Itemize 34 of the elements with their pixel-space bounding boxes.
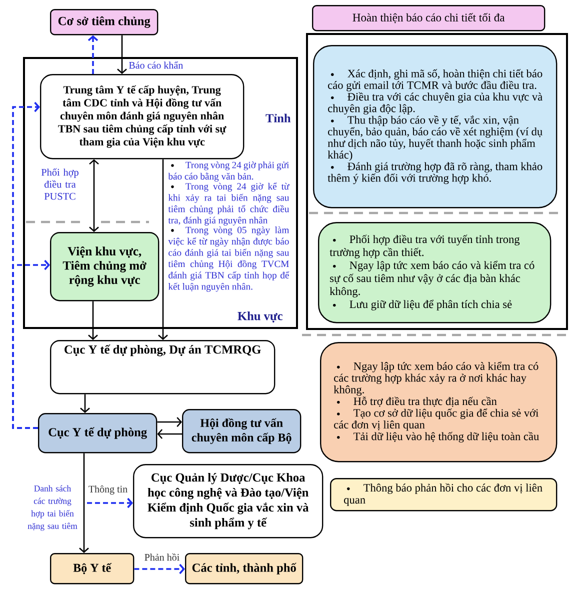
note-text: Trong vòng 24 giờ phải gửi báo cáo bằng văn bản. — [168, 162, 289, 182]
header-box: Hoàn thiện báo cáo chi tiết tối đa — [312, 5, 546, 32]
process-box: Các tỉnh, thành phố — [185, 553, 304, 584]
edge-label: Báo cáo khẩn — [128, 60, 184, 70]
arrow — [158, 159, 168, 340]
process-box: Cục Y tế dự phòng — [38, 413, 158, 454]
dashed-arrow — [88, 35, 98, 74]
process-box: Cục Quản lý Dược/Cục Khoa học công nghệ và Đào tạo/Viện Kiểm định Quốc gia vắc xin và sinh phẩm y tế — [133, 464, 324, 538]
process-box: Cục Y tế dự phòng, Dự án TCMRQG — [50, 340, 276, 394]
dashed-arrow — [12, 260, 50, 429]
process-box: Bộ Y tế — [50, 553, 134, 584]
arrow — [88, 301, 98, 340]
edge-label: Danh sách các trường hợp tai biến nặng sau tiêm — [22, 484, 82, 532]
process-box: Trung tâm Y tế cấp huyện, Trung tâm CDC tỉnh và Hội đồng tư vấn chuyên môn đánh giá nguyên nhân TBN sau tiêm chủng cấp tỉnh với sự tham gia của Viện khu vực — [40, 74, 244, 160]
arrow — [79, 453, 89, 553]
arrow — [80, 394, 90, 413]
edge-label: Phản hồi — [144, 552, 180, 562]
note-box: Ngay lập tức xem báo cáo và kiểm tra có các trường hợp khác xảy ra ở nơi khác hay không. Hỗ trợ điều tra thực địa nếu cần Tạo cơ sở dữ liệu quốc gia để chia sẻ với các đơn vị liên quan Tải dữ liệu vào hệ thống dữ liệu toàn cầu — [320, 342, 558, 462]
edge-label: Phối hợp điều tra PUSTC — [38, 168, 82, 200]
note-text: Trong vòng 05 ngày làm việc kể từ ngày nhận được báo cáo đánh giá tai biến nặng sau tiêm chủng Hội đồng TVCM đánh giá TBN cấp tỉnh họp để kết luận nguyên nhân. — [168, 226, 290, 292]
edge-label: Thông tin — [88, 484, 128, 496]
dashed-arrow — [87, 498, 133, 508]
panel-frame — [306, 33, 568, 330]
process-box: Viện khu vực, Tiêm chủng mở rộng khu vực — [50, 232, 160, 302]
arrow — [157, 429, 182, 439]
note-box: Xác định, ghi mã số, hoàn thiện chi tiết báo cáo gửi email tới TCMR và bước đầu điều tra. Điều tra với các chuyên gia của khu vực và chuyên gia độc lập. Thu thập báo cáo về y tế, vắc xin, vận chuyển, bảo quản, báo cáo về xét nghiệm (ví dụ như dịch não tủy, huyết thanh hoặc sinh phẩm khác) Đánh giá trường hợp đã rõ ràng, tham khảo thêm ý kiến đối với trường hợp khó. — [313, 45, 558, 208]
note-box: Phối hợp điều tra với tuyến tỉnh trong trường hợp cần thiết. Ngay lập tức xem báo cáo và kiểm tra có sự cố sau tiêm như vậy ở các địa bàn khác không. Lưu giữ dữ liệu để phân tích chia sẻ — [318, 222, 552, 324]
dashed-arrow — [134, 564, 185, 574]
process-box: Hội đồng tư vấn chuyên môn cấp Bộ — [182, 409, 302, 454]
process-box: Cơ sở tiêm chủng — [50, 9, 158, 36]
arrow — [117, 35, 127, 74]
double-arrow — [89, 159, 99, 232]
arrow — [157, 417, 182, 427]
note-box: Thông báo phản hồi cho các đơn vị liên quan — [330, 478, 558, 512]
